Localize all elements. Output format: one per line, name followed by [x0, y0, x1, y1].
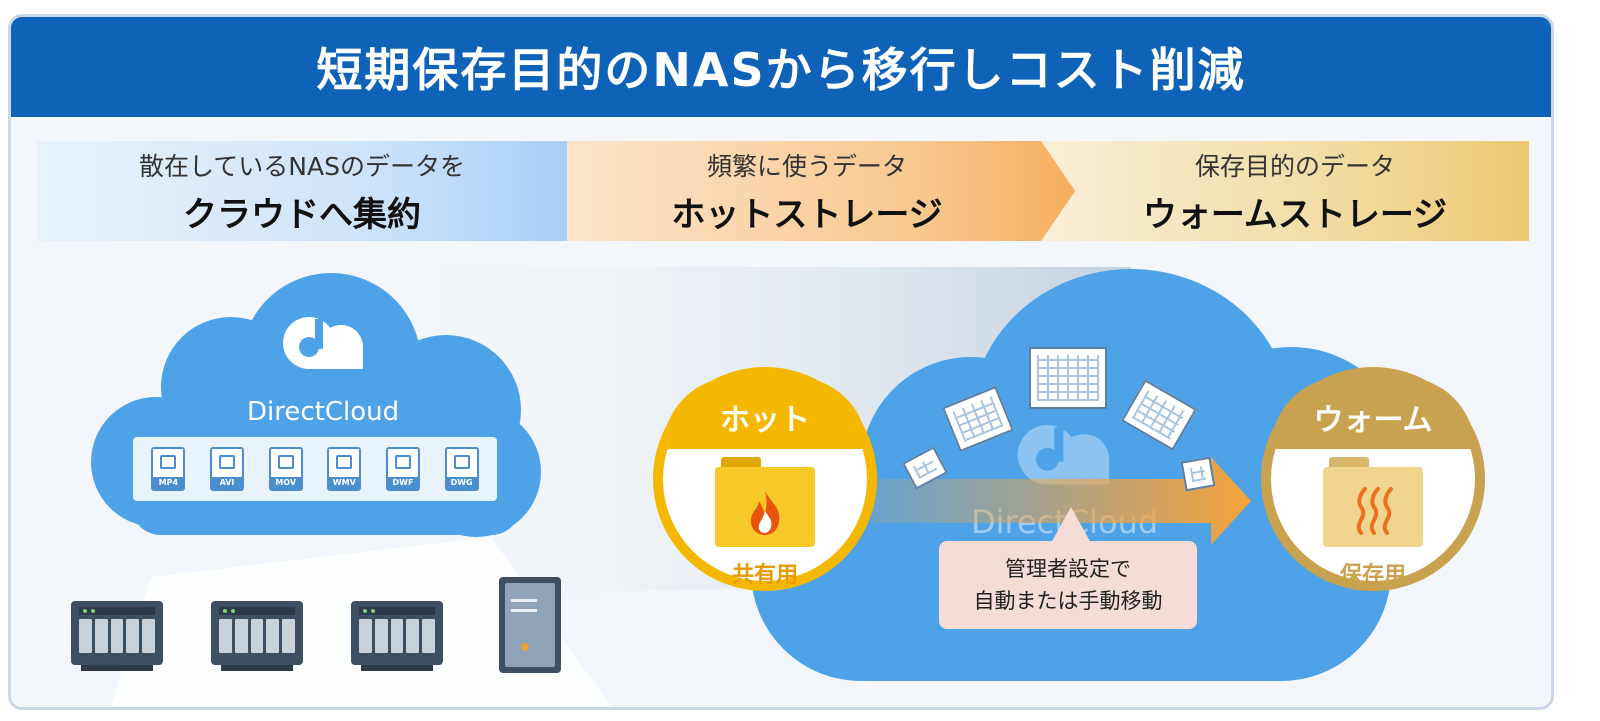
nas-device-icon [351, 601, 443, 671]
callout-line-1: 管理者設定で [1005, 557, 1131, 581]
file-type-dwg-icon: DWG [444, 447, 479, 491]
transfer-arrow-icon [871, 457, 1251, 545]
page-title: 短期保存目的のNASから移行しコスト削減 [316, 43, 1246, 97]
spreadsheet-document-icon [1180, 456, 1216, 492]
file-type-wmv-icon: WMV [327, 447, 362, 491]
hot-folder-icon [715, 457, 815, 547]
banner-left-main: クラウドへ集約 [183, 194, 421, 235]
warm-folder-icon [1323, 457, 1423, 547]
warm-storage-badge: ウォーム 保存用 [1261, 367, 1485, 591]
hot-sub-label: 共有用 [731, 563, 798, 588]
left-cloud-brand: DirectCloud [247, 397, 400, 427]
warm-label: ウォーム [1313, 403, 1433, 438]
fire-icon [750, 491, 780, 535]
hot-storage-badge: ホット 共有用 [653, 367, 877, 591]
diagram-frame: 短期保存目的のNASから移行しコスト削減 散在しているNASのデータを クラウド… [8, 14, 1554, 710]
banner-right-main: ウォームストレージ [1142, 194, 1448, 235]
banner-left-sub: 散在しているNASのデータを [139, 151, 465, 181]
file-type-mp4-icon: MP4 [151, 447, 186, 491]
callout-pointer [1051, 507, 1091, 543]
callout-line-2: 自動または手動移動 [973, 589, 1163, 613]
hot-label: ホット [720, 403, 810, 438]
title-bar: 短期保存目的のNASから移行しコスト削減 [11, 17, 1551, 117]
spreadsheet-document-icon [1029, 347, 1107, 409]
banner-hot: 頻繁に使うデータ ホットストレージ [567, 141, 1077, 241]
nas-device-icon [211, 601, 303, 671]
banner-consolidate: 散在しているNASのデータを クラウドへ集約 [37, 141, 567, 241]
directcloud-logo-icon [283, 317, 363, 369]
banner-mid-sub: 頻繁に使うデータ [706, 151, 907, 181]
file-type-avi-icon: AVI [209, 447, 244, 491]
warm-sub-label: 保存用 [1339, 563, 1406, 588]
file-type-mov-icon: MOV [268, 447, 303, 491]
nas-device-icon [71, 601, 163, 671]
admin-setting-callout: 管理者設定で 自動または手動移動 [939, 541, 1197, 629]
file-type-dwf-icon: DWF [385, 447, 420, 491]
file-type-list: MP4 AVI MOV WMV DWF DWG [133, 437, 497, 501]
server-tower-icon [499, 577, 561, 673]
banner-mid-main: ホットストレージ [671, 194, 943, 235]
banner-right-sub: 保存目的のデータ [1194, 151, 1395, 181]
steam-icon [1356, 487, 1393, 535]
banner-warm: 保存目的のデータ ウォームストレージ [1041, 141, 1529, 241]
